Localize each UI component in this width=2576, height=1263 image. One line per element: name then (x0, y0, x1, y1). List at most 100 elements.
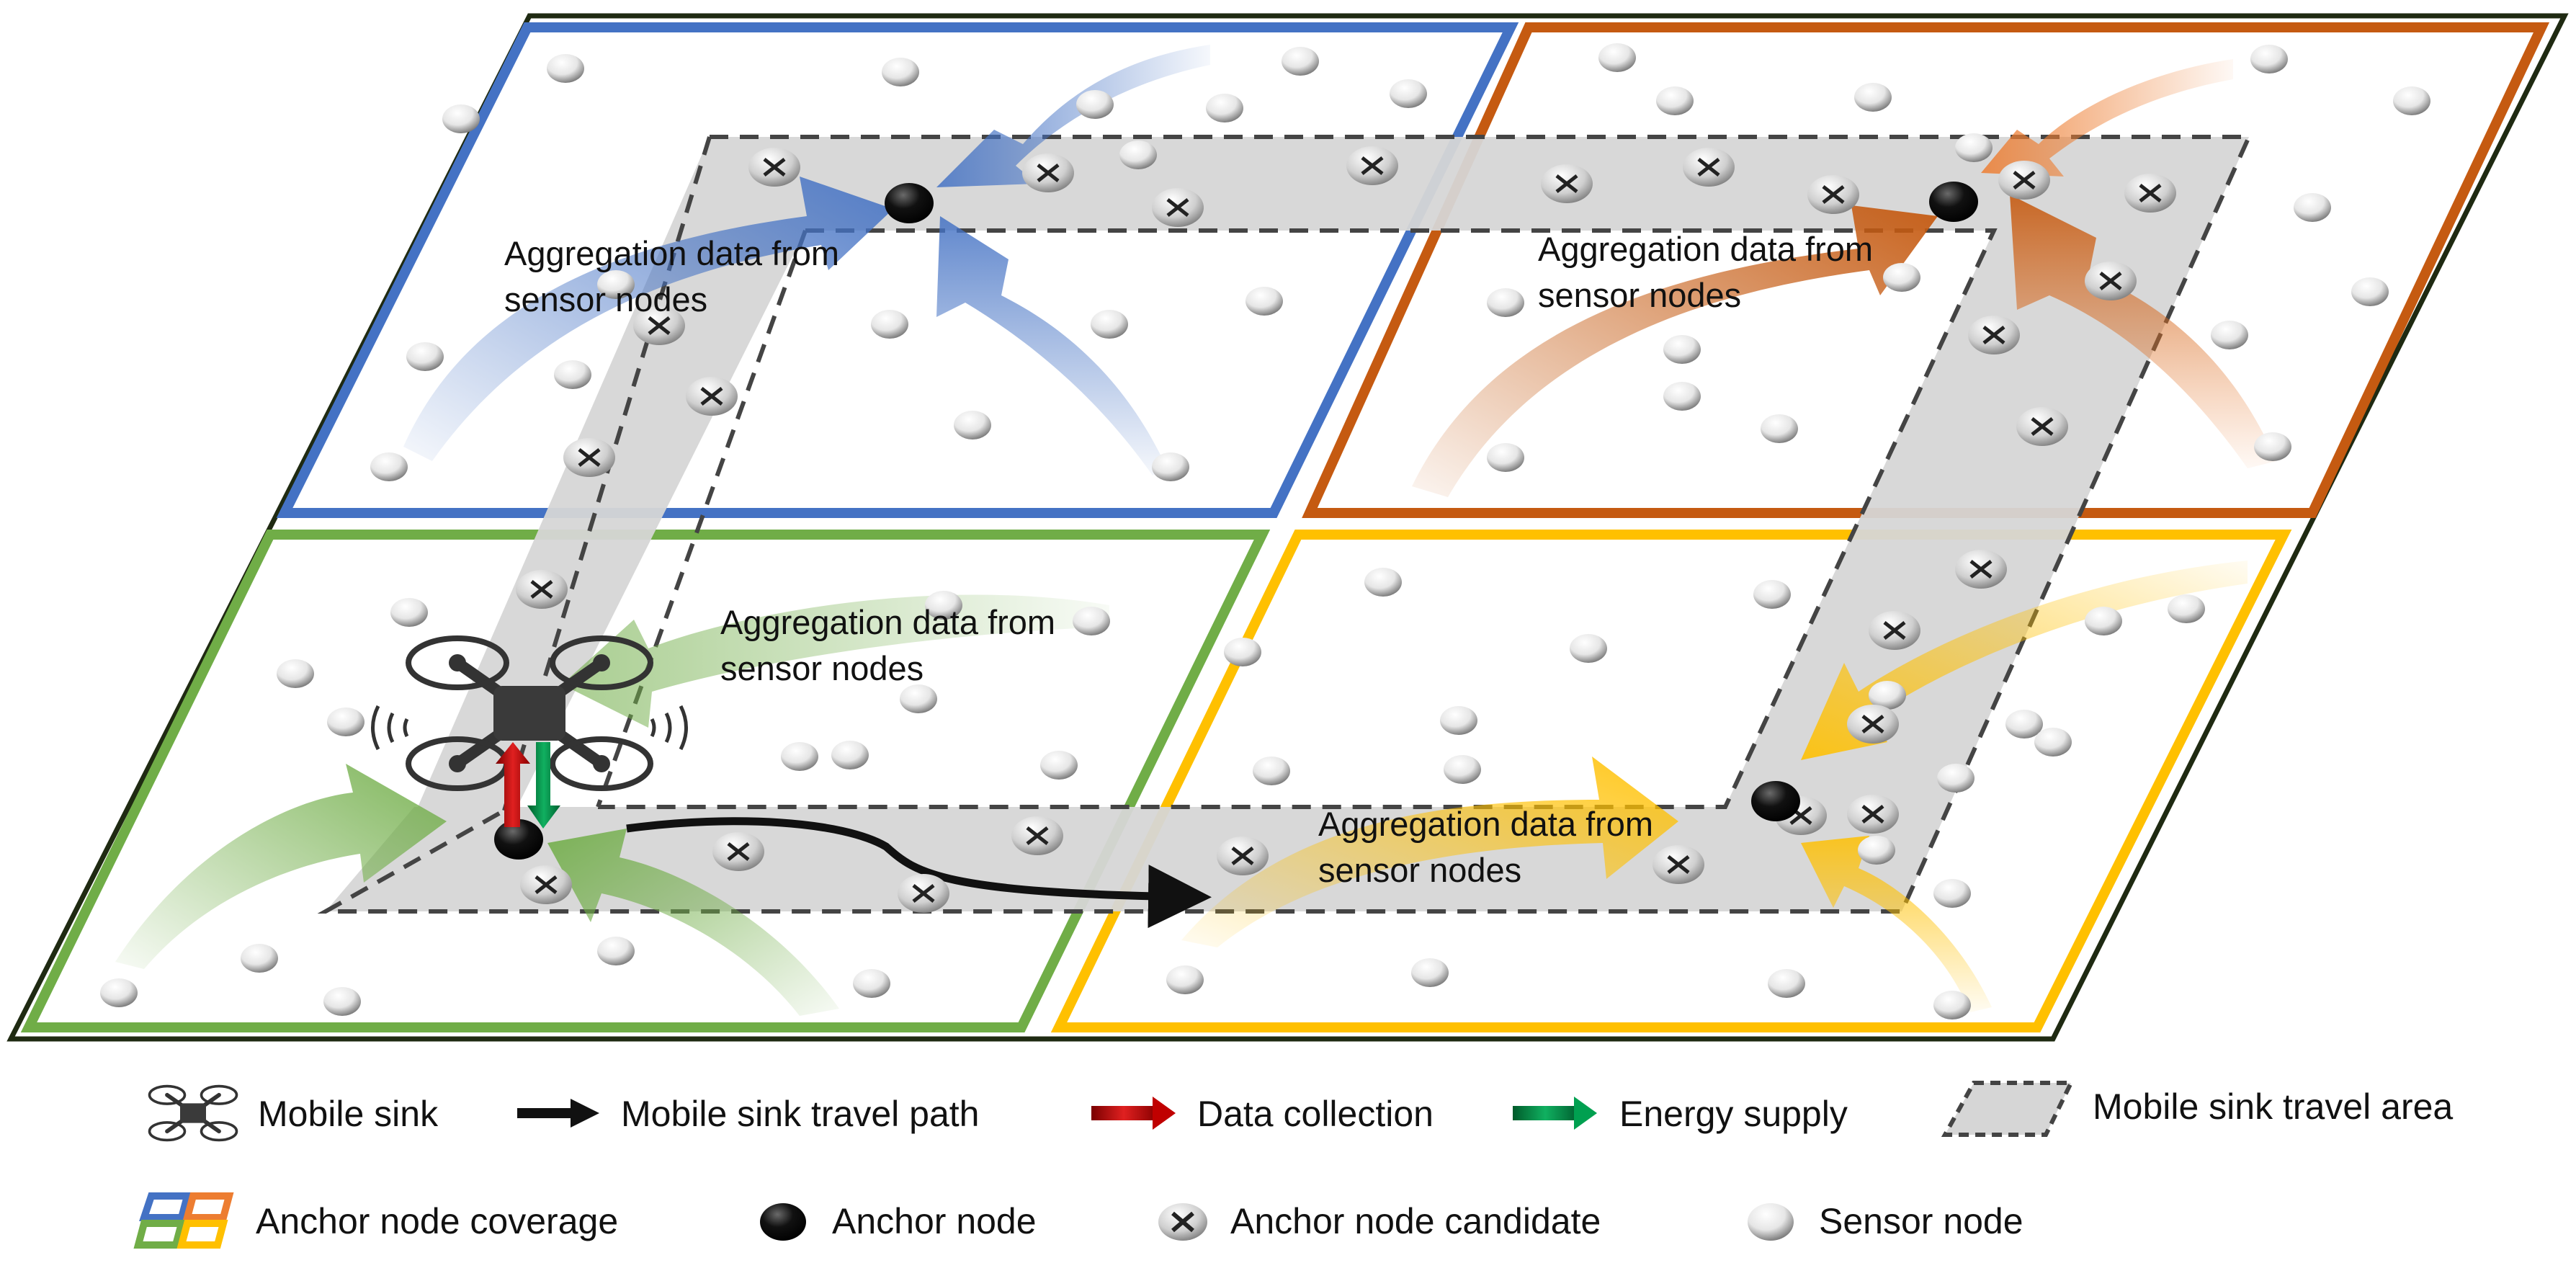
candidate-cross (1697, 158, 1720, 177)
legend-anchor-candidate: Anchor node candidate (1230, 1201, 1601, 1241)
label-orange-line2: sensor nodes (1538, 276, 1741, 314)
anchor-node-candidate (1807, 175, 1859, 214)
anchor-node-candidate (1011, 816, 1063, 855)
sensor-node (2034, 728, 2072, 757)
orange-flow-arrow-bottom (2010, 195, 2276, 468)
sensor-node (390, 598, 428, 627)
sensor-node (1761, 414, 1798, 443)
legend-anchor-node: Anchor node (832, 1201, 1037, 1241)
sensor-node (1411, 958, 1449, 987)
sensor-node (1858, 836, 1895, 865)
label-orange-line1: Aggregation data from (1538, 230, 1873, 268)
candidate-cross (2031, 417, 2054, 436)
anchor-node-candidate (1869, 611, 1920, 650)
sensor-node (1253, 757, 1290, 785)
candidate-cross (2099, 272, 2122, 290)
sensor-node (954, 411, 991, 439)
legend-travel-area: Mobile sink travel area (2093, 1086, 2453, 1127)
x-dot-icon (1158, 1203, 1207, 1241)
anchor-node-candidate (563, 438, 615, 477)
red-arrow-icon (1091, 1097, 1176, 1130)
sensor-node (781, 742, 818, 771)
sensor-node (1444, 755, 1481, 784)
sensor-node (900, 684, 937, 713)
candidate-cross (1166, 198, 1189, 217)
anchor-node-candidate (898, 874, 949, 913)
sensor-node (1933, 991, 1971, 1019)
sensor-node (1768, 969, 1805, 998)
anchor-node-candidate (2016, 407, 2068, 446)
anchor-node-candidate (1653, 845, 1704, 884)
legend: Mobile sink Mobile sink travel path Data… (133, 1081, 2453, 1249)
anchor-node-candidate (633, 306, 685, 345)
label-green-line2: sensor nodes (720, 649, 923, 687)
sensor-node (1364, 568, 1402, 597)
dashed-parallelogram-icon (1941, 1081, 2075, 1137)
anchor-node (885, 183, 934, 223)
sensor-node (442, 104, 480, 133)
sensor-node (1166, 965, 1204, 994)
anchor-node-candidate (1968, 316, 2020, 354)
anchor-node-candidate (520, 865, 572, 904)
candidate-cross (530, 580, 553, 599)
sensor-node (1663, 382, 1701, 411)
anchor-node-candidate (2124, 174, 2176, 213)
legend-coverage: Anchor node coverage (256, 1201, 618, 1241)
sensor-node (1040, 751, 1078, 780)
candidate-cross (2139, 184, 2162, 202)
anchor-node (1929, 182, 1978, 222)
sensor-node (406, 342, 444, 371)
sensor-node (2351, 277, 2389, 306)
candidate-cross (1026, 826, 1049, 845)
sensor-node (2085, 607, 2122, 635)
anchor-node-candidate (1152, 188, 1204, 227)
candidate-cross (1822, 185, 1845, 204)
sensor-node (1955, 133, 1993, 162)
sensor-node (1487, 288, 1524, 317)
black-dot-icon (760, 1203, 806, 1241)
candidate-cross (1667, 855, 1690, 874)
blue-flow-arrow-left (403, 177, 893, 461)
sensor-node (2250, 45, 2288, 73)
label-blue-line2: sensor nodes (504, 280, 707, 318)
sensor-node (1076, 90, 1114, 119)
sensor-node (853, 969, 890, 998)
green-flow-arrow-left (115, 764, 447, 969)
label-blue-line1: Aggregation data from (504, 234, 839, 272)
anchor-node-candidate (748, 148, 800, 187)
legend-data-collection: Data collection (1197, 1094, 1434, 1134)
sensor-node (2254, 432, 2291, 461)
sensor-node (882, 58, 919, 86)
white-dot-icon (1748, 1203, 1794, 1241)
candidate-cross (1361, 156, 1384, 175)
sensor-node (1119, 140, 1157, 169)
candidate-cross (2013, 171, 2036, 189)
sensor-node (1570, 634, 1607, 663)
sensor-node (327, 708, 365, 736)
sensor-node (2168, 594, 2205, 623)
sensor-node (1440, 706, 1477, 735)
anchor-node-candidate (1847, 795, 1899, 834)
anchor-node-candidate (1217, 836, 1269, 875)
sensor-node (2005, 710, 2043, 738)
candidate-cross (727, 842, 750, 861)
sensor-node (1282, 47, 1319, 76)
sensor-node (1073, 607, 1110, 635)
anchor-node-candidate (1022, 153, 1074, 192)
sensor-nodes (100, 43, 2430, 1019)
legend-energy-supply: Energy supply (1619, 1094, 1848, 1134)
sensor-node (554, 360, 591, 389)
sensor-node (1869, 681, 1906, 710)
yellow-flow-arrow-bottom (1801, 836, 1992, 1012)
sensor-node (1753, 580, 1791, 609)
anchor-node (1751, 781, 1800, 821)
green-arrow-icon (1513, 1097, 1597, 1130)
data-collection-arrow (496, 742, 530, 827)
candidate-cross (1037, 164, 1060, 182)
anchor-node-candidate (1847, 705, 1899, 744)
legend-mobile-sink: Mobile sink (258, 1094, 439, 1134)
sensor-node (1091, 310, 1128, 339)
sensor-node (2393, 86, 2430, 115)
sensor-node (1656, 86, 1694, 115)
